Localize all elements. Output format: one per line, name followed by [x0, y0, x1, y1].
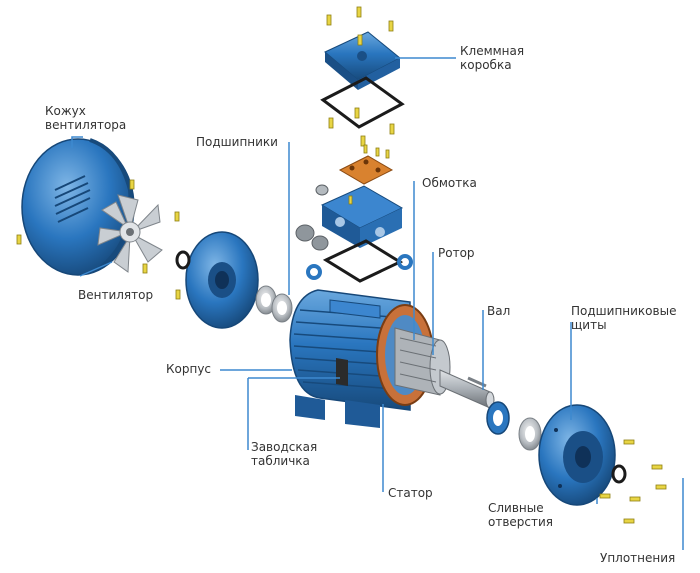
front-seal-ring — [486, 401, 510, 435]
label-nameplate: Заводская табличка — [251, 440, 317, 468]
label-fan-text: Вентилятор — [78, 288, 154, 302]
label-terminal-box-line2: коробка — [460, 58, 512, 72]
terminal-box-base — [320, 185, 404, 248]
lifting-eyes — [306, 254, 413, 280]
label-fan: Вентилятор — [78, 288, 153, 302]
label-drain-holes-line1: Сливные — [488, 501, 544, 515]
cable-glands — [295, 184, 329, 251]
label-shaft: Вал — [487, 304, 510, 318]
nameplate — [336, 358, 348, 386]
label-terminal-box-line1: Клеммная — [460, 44, 525, 58]
label-frame: Корпус — [166, 362, 211, 376]
label-winding: Обмотка — [422, 176, 477, 190]
label-seals-text: Уплотнения — [600, 551, 676, 565]
screws — [16, 6, 667, 524]
label-fan-cover-line1: Кожух — [45, 104, 86, 118]
label-end-shields: Подшипниковые щиты — [571, 304, 676, 332]
label-fan-cover-line2: вентилятора — [45, 118, 127, 132]
label-rotor-text: Ротор — [438, 246, 475, 260]
label-rotor: Ротор — [438, 246, 475, 260]
label-end-shields-line2: щиты — [571, 318, 607, 332]
label-stator: Статор — [388, 486, 433, 500]
terminal-cover-gasket — [320, 76, 405, 129]
label-winding-text: Обмотка — [422, 176, 477, 190]
label-drain-holes-line2: отверстия — [488, 515, 554, 529]
rotor — [394, 327, 451, 396]
rear-end-shield — [185, 231, 259, 329]
label-fan-cover: Кожух вентилятора — [45, 104, 126, 132]
terminal-box-cover — [324, 31, 401, 90]
front-bearing — [518, 417, 542, 451]
label-nameplate-line1: Заводская — [251, 440, 318, 454]
leader-lines — [71, 57, 684, 550]
rear-seal — [175, 250, 191, 270]
front-end-shield — [538, 404, 616, 506]
terminal-block-copper — [338, 155, 394, 185]
fan — [97, 194, 163, 273]
label-bearings-text: Подшипники — [196, 135, 278, 149]
label-bearings: Подшипники — [196, 135, 278, 149]
label-shaft-text: Вал — [487, 304, 511, 318]
label-terminal-box: Клеммная коробка — [460, 44, 524, 72]
front-seal — [611, 464, 627, 484]
label-nameplate-line2: табличка — [251, 454, 310, 468]
label-end-shields-line1: Подшипниковые — [571, 304, 677, 318]
rear-bearing — [255, 285, 293, 323]
label-drain-holes: Сливные отверстия — [488, 501, 553, 529]
shaft — [439, 369, 495, 409]
terminal-base-gasket — [322, 239, 404, 283]
label-seals: Уплотнения — [600, 551, 675, 565]
label-frame-text: Корпус — [166, 362, 212, 376]
label-stator-text: Статор — [388, 486, 433, 500]
